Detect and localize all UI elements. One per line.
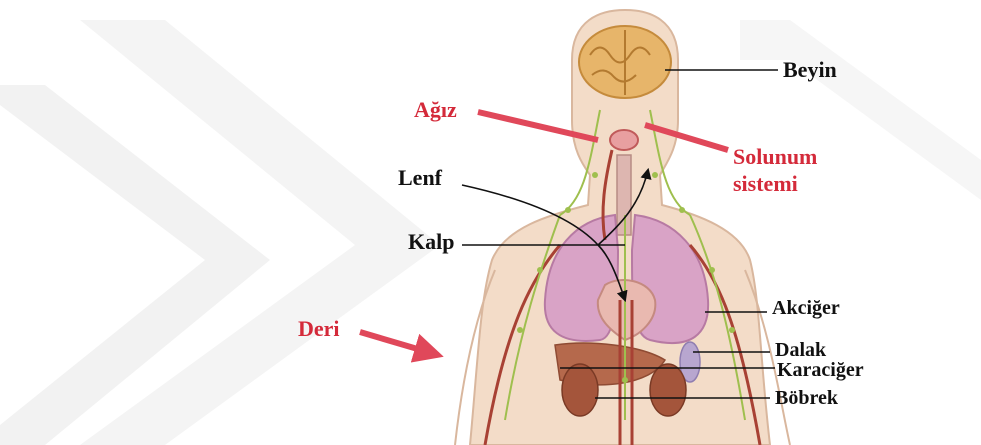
label-akciger: Akciğer: [772, 297, 840, 319]
mouth-organ: [610, 130, 638, 150]
label-lenf: Lenf: [398, 166, 442, 190]
label-deri: Deri: [298, 317, 340, 341]
label-agiz: Ağız: [414, 98, 457, 122]
brain-organ: [579, 26, 671, 98]
label-solunum-line1: Solunum: [733, 145, 817, 169]
left-kidney: [562, 364, 598, 416]
label-karaciger: Karaciğer: [777, 359, 864, 381]
label-kalp: Kalp: [408, 230, 454, 254]
label-solunum-line2: sistemi: [733, 172, 798, 196]
label-bobrek: Böbrek: [775, 387, 838, 409]
label-dalak: Dalak: [775, 339, 826, 361]
right-kidney: [650, 364, 686, 416]
label-beyin: Beyin: [783, 58, 837, 82]
